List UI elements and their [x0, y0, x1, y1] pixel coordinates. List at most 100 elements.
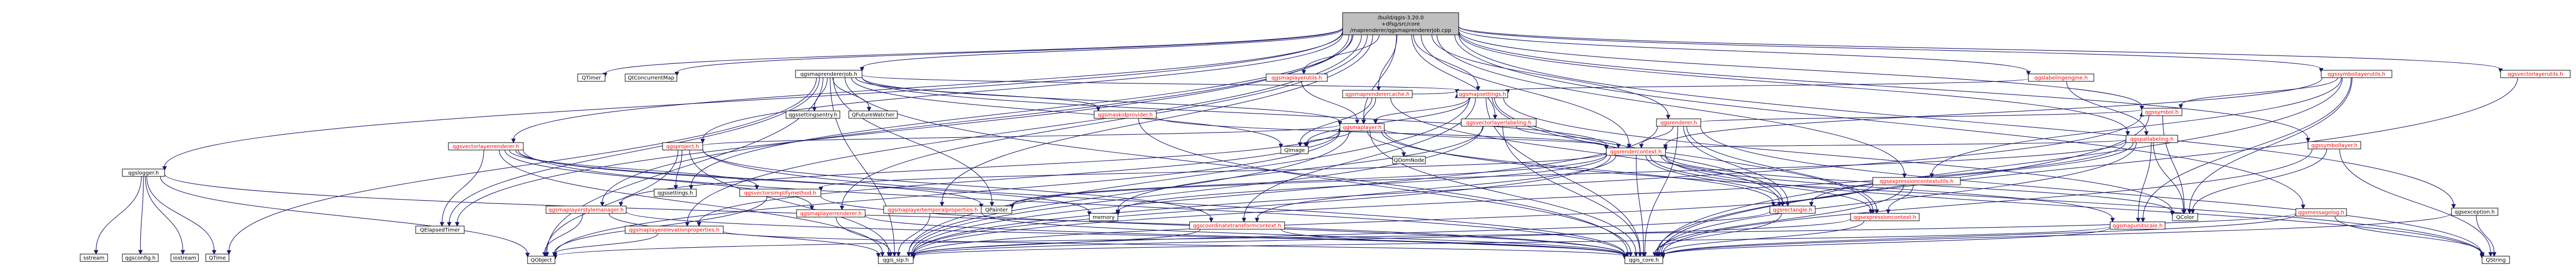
node-qgsmaplayertemporalproperties-h[interactable]: qgsmaplayertemporalproperties.h: [883, 205, 982, 214]
node-qgis-sip-h[interactable]: qgis_sip.h: [878, 256, 914, 264]
node-qgssymbollayer-h[interactable]: qgssymbollayer.h: [2307, 141, 2361, 149]
node-qgsmaplayerrenderer-h[interactable]: qgsmaplayerrenderer.h: [796, 209, 866, 218]
node-label: qgspallabeling.h: [2130, 137, 2173, 143]
node-qgsmaprenderercache-h[interactable]: qgsmaprenderercache.h: [1342, 90, 1413, 98]
node-label: /build/qgis-3.20.0+dfsg/src/core/maprend…: [1350, 15, 1451, 34]
node-label: qgssymbol.h: [2145, 110, 2179, 116]
node-qgsmaplayerstylemanager-h[interactable]: qgsmaplayerstylemanager.h: [545, 205, 627, 214]
node-qgsmaplayerutils-h[interactable]: qgsmaplayerutils.h: [1266, 73, 1328, 82]
node-label: qgsproject.h: [666, 144, 699, 150]
node-qgsproject-h[interactable]: qgsproject.h: [662, 142, 703, 151]
node-qgsmaplayerelevationproperties-h[interactable]: qgsmaplayerelevationproperties.h: [625, 226, 724, 234]
edge-qgsrenderer_h-to-qgsrendercontext_h: [1639, 126, 1674, 149]
edge-qgslogger_h-to-sstream: [93, 176, 142, 255]
edge-qgsmapunitscale_h-to-qgis_core_h: [1660, 227, 2111, 259]
edge-qgsmaskidprovider_h-to-qgsrendercontext_h: [1156, 116, 1609, 151]
node-qtconcurrentmap: QtConcurrentMap: [625, 73, 677, 82]
node-root[interactable]: /build/qgis-3.20.0+dfsg/src/core/maprend…: [1342, 12, 1459, 35]
node-label: QElapsedTimer: [420, 228, 461, 233]
edge-qgsrenderer_h-to-qgsrectangle_h: [1683, 126, 1790, 207]
node-label: qgsexception.h: [2455, 210, 2495, 215]
node-label: qgsvectorlayerrenderer.h: [453, 144, 519, 150]
node-label: qgsmaplayerrenderer.h: [800, 211, 862, 217]
edge-qgsmaprendererjob_h-to-qtime: [226, 77, 817, 255]
edge-qgspallabeling_h-to-qgsrendercontext_h: [1663, 139, 2127, 152]
node-qgsmaprendererjob-h[interactable]: qgsmaprendererjob.h: [795, 70, 863, 78]
node-qgsmaskidprovider-h[interactable]: qgsmaskidprovider.h: [1094, 110, 1157, 119]
edge-qgsmaplayerelevationproperties_h-to-qobject: [552, 233, 658, 258]
node-qgsexception-h[interactable]: qgsexception.h: [2451, 208, 2498, 216]
node-qgsmessagelog-h[interactable]: qgsmessagelog.h: [2295, 208, 2347, 217]
node-qgssettings-h: qgssettings.h: [654, 189, 697, 197]
edge-qgsmaplayer_h-to-qgsmaplayerstylemanager_h: [618, 129, 1340, 207]
node-label: qgscoordinatetransformcontext.h: [1193, 223, 1281, 229]
edge-qgsmapsettings_h-to-qcolor: [1503, 97, 2175, 215]
node-qgssymbol-h[interactable]: qgssymbol.h: [2141, 108, 2182, 116]
node-qgsvectorlayerrenderer-h[interactable]: qgsvectorlayerrenderer.h: [448, 142, 524, 151]
node-label: qgis_sip.h: [883, 258, 909, 264]
edge-qgsvectorlayerlabeling_h-to-qgsrendercontext_h: [1516, 126, 1621, 149]
node-qgsrenderer-h[interactable]: qgsrenderer.h: [1656, 118, 1701, 127]
edge-qgsrectangle_h-to-qgis_sip_h: [911, 210, 1770, 260]
node-label: qgsexpressioncontextutils.h: [1880, 179, 1953, 185]
edge-qgssymbollayerutils_h-to-qcolor: [2187, 77, 2353, 214]
node-qgsrendercontext-h[interactable]: qgsrendercontext.h: [1606, 147, 1666, 156]
edge-qgsmapsettings_h-to-qimage: [1305, 97, 1471, 147]
edges-layer: [93, 26, 2518, 260]
edge-qgspallabeling_h-to-qgsrectangle_h: [1809, 142, 2133, 207]
node-label: qgsmaplayertemporalproperties.h: [887, 208, 978, 213]
edge-qgsmaprendererjob_h-to-qfuturewatcher: [832, 77, 872, 112]
node-qgslabelingengine-h[interactable]: qgslabelingengine.h: [2028, 73, 2094, 82]
edge-qgsmaplayer_h-to-qgsrectangle_h: [1381, 130, 1776, 207]
node-label: qgsconfig.h: [125, 256, 156, 261]
node-label: QDomNode: [1394, 158, 1424, 164]
node-label: QTime: [209, 256, 226, 261]
node-qgsmapsettings-h[interactable]: qgsmapsettings.h: [1457, 90, 1508, 98]
node-label: qgssymbollayer.h: [2311, 143, 2358, 149]
edge-root-to-qgsvectorlayerlabeling_h: [1411, 34, 1498, 120]
node-qgsexpressioncontextutils-h[interactable]: qgsexpressioncontextutils.h: [1872, 177, 1961, 185]
edge-root-to-qgssymbollayer_h: [1458, 31, 2311, 143]
node-qgsvectorsimplifymethod-h[interactable]: qgsvectorsimplifymethod.h: [739, 189, 821, 197]
node-qpainter: QPainter: [981, 205, 1012, 214]
node-sstream: sstream: [80, 254, 108, 262]
edge-root-to-qgsexception_h: [1458, 34, 2456, 209]
edge-qgsexception_h-to-qstring: [2476, 215, 2497, 257]
node-qgssymbollayerutils-h[interactable]: qgssymbollayerutils.h: [2321, 70, 2392, 78]
edge-root-to-qgsmaprendererjob_h: [859, 29, 1343, 72]
node-label: qgsmapunitscale.h: [2113, 223, 2163, 229]
node-qgsrectangle-h[interactable]: qgsrectangle.h: [1769, 205, 1816, 214]
node-memory: memory: [1089, 213, 1118, 221]
edge-qgsproject_h-to-qgscoordinatetransformcontext_h: [702, 149, 1214, 223]
node-qgsmapunitscale-h[interactable]: qgsmapunitscale.h: [2110, 221, 2166, 230]
edge-qgslogger_h-to-iostream: [145, 176, 185, 255]
node-label: QColor: [2176, 215, 2195, 221]
node-label: qgslogger.h: [128, 171, 159, 176]
node-label: qgsrectangle.h: [1773, 208, 1813, 213]
node-qtimer: QTimer: [577, 73, 606, 82]
node-qgsvectorlayerlabeling-h[interactable]: qgsvectorlayerlabeling.h: [1461, 118, 1537, 127]
edge-qgspallabeling_h-to-qcolor: [2153, 142, 2186, 214]
node-label: QObject: [531, 258, 552, 264]
node-label: qgssymbollayerutils.h: [2328, 72, 2386, 78]
node-qgselapsedtimer: QElapsedTimer: [415, 226, 465, 234]
node-qgsexpressioncontext-h[interactable]: qgsexpressioncontext.h: [1850, 213, 1920, 221]
edge-qgsmaprendererjob_h-to-qgssettingsentry_h: [812, 77, 828, 112]
edge-qgsmaprendererjob_h-to-qimage: [851, 77, 1284, 148]
node-qgsvectorlayerutils-h[interactable]: qgsvectorlayerutils.h: [2500, 70, 2571, 78]
node-label: qgsmaplayerutils.h: [1271, 76, 1322, 81]
edge-qgsvectorlayerrenderer_h-to-qgselapsedtimer: [439, 149, 484, 227]
node-qgscoordinatetransformcontext-h[interactable]: qgscoordinatetransformcontext.h: [1189, 221, 1285, 230]
edge-root-to-qgsmessagelog_h: [1454, 34, 2306, 210]
node-qgsmaplayer-h[interactable]: qgsmaplayer.h: [1339, 123, 1385, 132]
node-qdomnode: QDomNode: [1392, 156, 1426, 164]
node-qgspallabeling-h[interactable]: qgspallabeling.h: [2125, 135, 2178, 143]
node-qgslogger-h[interactable]: qgslogger.h: [122, 168, 165, 177]
node-qgis-core-h[interactable]: qgis_core.h: [1624, 256, 1663, 264]
node-label: QImage: [1284, 148, 1305, 154]
edge-qgsrectangle_h-to-qgis_core_h: [1652, 213, 1782, 257]
edge-qgsrendercontext_h-to-qgsrectangle_h: [1645, 155, 1785, 207]
edge-qgssymbollayerutils_h-to-qgsexpressioncontextutils_h: [1929, 77, 2342, 179]
edge-qgsrendercontext_h-to-qgis_core_h: [1635, 155, 1646, 257]
edge-root-to-qgssymbol_h: [1458, 30, 2144, 110]
